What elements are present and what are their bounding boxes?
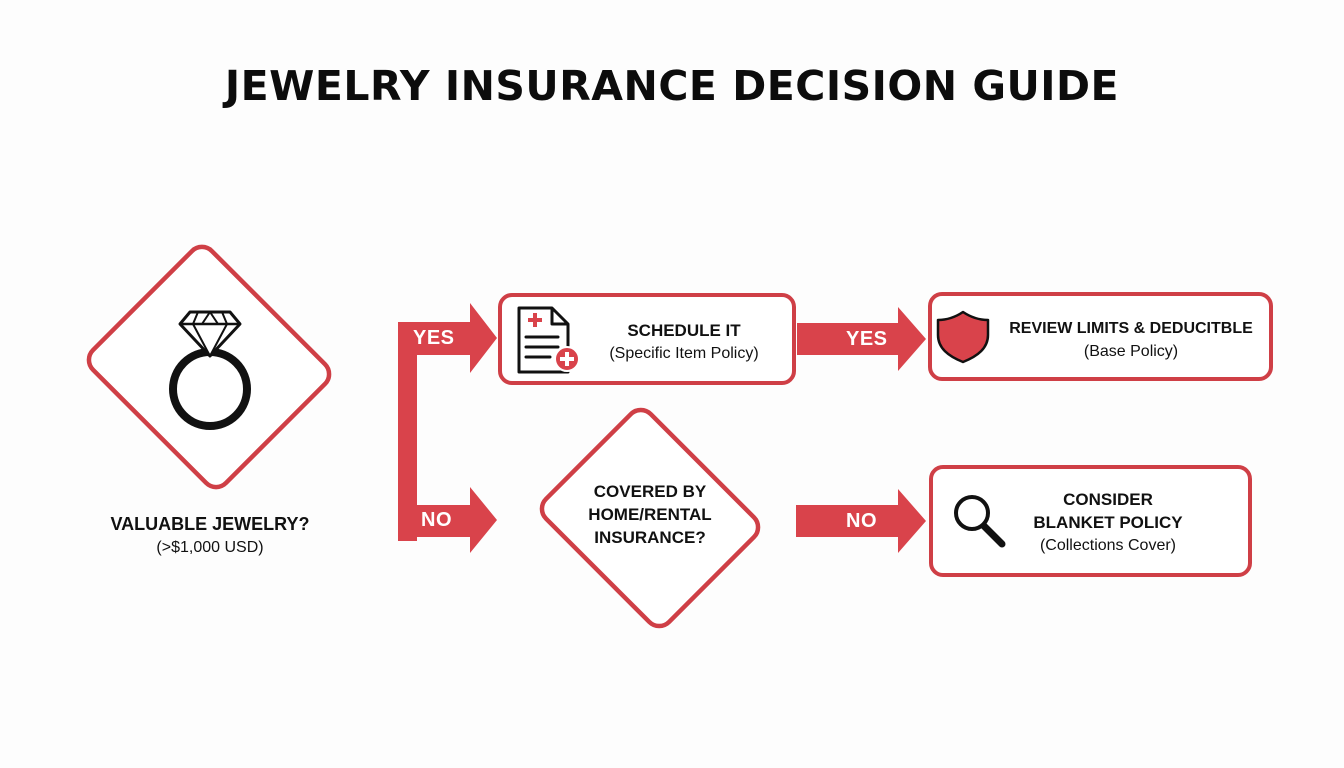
start-node-subtitle: (>$1,000 USD) (156, 539, 264, 556)
no-arrow-start (398, 487, 497, 553)
page-title: JEWELRY INSURANCE DECISION GUIDE (224, 62, 1120, 110)
covered-node-label: COVERED BY HOME/RENTAL INSURANCE? (560, 480, 740, 549)
blanket-node-line2: BLANKET POLICY (1033, 513, 1183, 532)
covered-node-line2: HOME/RENTAL (588, 505, 712, 524)
blanket-node-line1: CONSIDER (1063, 490, 1153, 509)
edge-label-schedule-yes: YES (846, 328, 888, 350)
yes-arrow-start (398, 303, 497, 373)
no-arrow-covered (796, 489, 926, 553)
edge-label-start-yes: YES (413, 327, 455, 349)
start-node-title: VALUABLE JEWELRY? (110, 514, 310, 534)
blanket-box (929, 465, 1252, 577)
review-box (928, 292, 1273, 381)
covered-node-line3: INSURANCE? (594, 528, 706, 547)
blanket-node-label: CONSIDER BLANKET POLICY (Collections Cov… (1010, 488, 1206, 557)
diamond-ring-icon (169, 310, 251, 430)
edge-label-covered-no: NO (846, 510, 877, 532)
schedule-node-title: SCHEDULE IT (627, 321, 741, 340)
review-node-label: REVIEW LIMITS & DEDUCITBLE (Base Policy) (993, 317, 1269, 363)
magnifier-icon (954, 495, 1006, 548)
document-plus-icon (517, 306, 580, 374)
schedule-node-label: SCHEDULE IT (Specific Item Policy) (578, 319, 790, 365)
start-node-label: VALUABLE JEWELRY? (>$1,000 USD) (60, 513, 360, 559)
review-node-subtitle: (Base Policy) (1083, 343, 1179, 360)
branch-connector (398, 322, 417, 541)
shield-icon (936, 310, 990, 364)
covered-decision-diamond (539, 407, 761, 629)
blanket-node-line3: (Collections Cover) (1039, 537, 1177, 554)
schedule-node-subtitle: (Specific Item Policy) (609, 345, 759, 362)
yes-arrow-schedule (797, 307, 926, 371)
start-decision-diamond (86, 244, 332, 490)
covered-node-line1: COVERED BY (593, 482, 707, 501)
edge-label-start-no: NO (421, 509, 452, 531)
review-node-title: REVIEW LIMITS & DEDUCITBLE (1009, 320, 1253, 337)
